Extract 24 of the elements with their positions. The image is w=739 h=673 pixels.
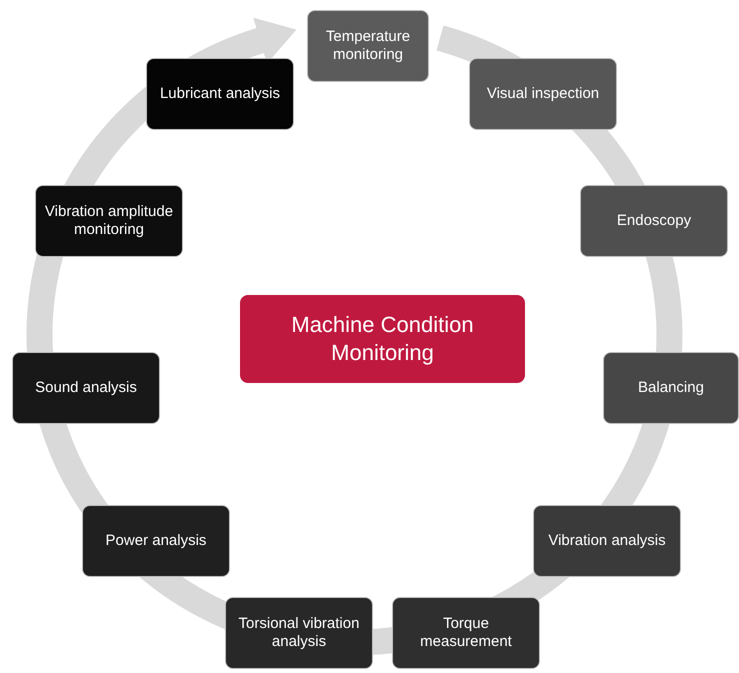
box-label: Sound analysis [35,379,137,397]
method-box [225,597,373,669]
method-box [603,352,739,424]
method-box [533,505,681,577]
box-label: Temperature monitoring [324,28,412,64]
central-topic-box [240,295,525,383]
method-box [35,185,183,257]
box-label: Visual inspection [486,85,600,103]
method-box [469,58,617,130]
method-box [580,185,728,257]
box-label: Lubricant analysis [160,85,280,103]
method-box [307,10,429,82]
box-label: Vibration analysis [548,532,666,550]
method-box [12,352,160,424]
box-label: Endoscopy [616,212,692,230]
method-box [392,597,540,669]
box-label: Machine Condition Monitoring [290,311,475,367]
box-label: Torque measurement [419,615,513,651]
box-label: Balancing [638,379,704,397]
box-label: Vibration amplitude monitoring [44,203,174,239]
method-box [82,505,230,577]
method-box [146,58,294,130]
box-label: Torsional vibration analysis [238,615,360,651]
box-label: Power analysis [106,532,206,550]
